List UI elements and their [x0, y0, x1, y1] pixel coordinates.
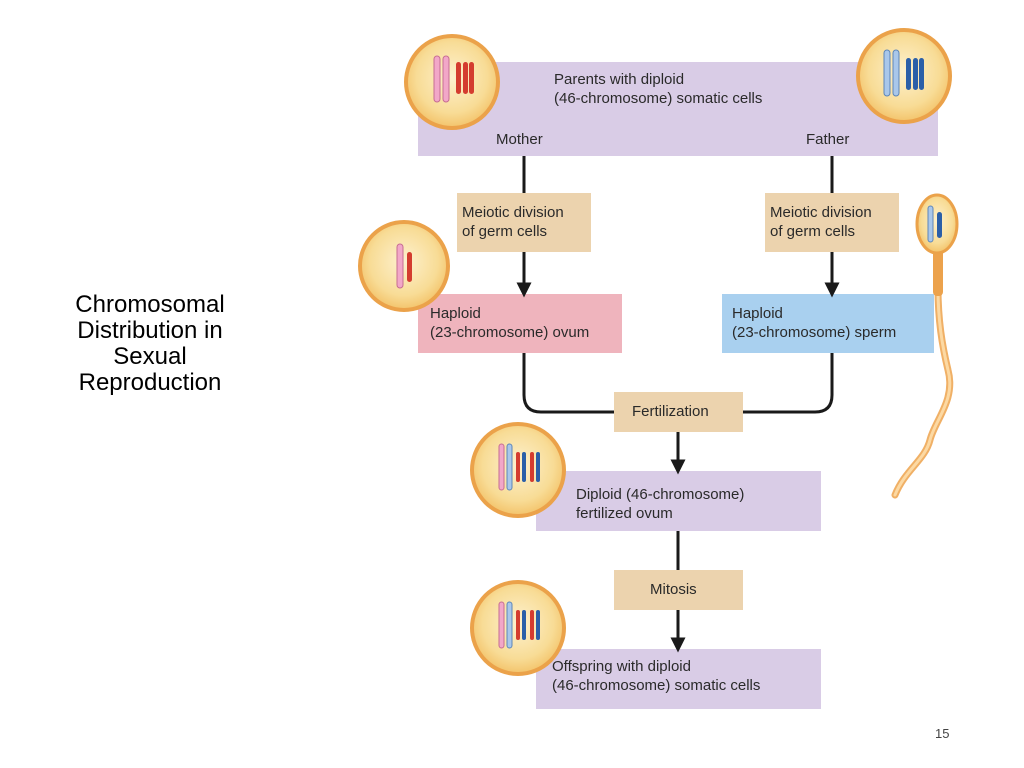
- offspring-box: Offspring with diploid (46-chromosome) s…: [536, 649, 821, 709]
- offspring-cell-icon: [470, 580, 566, 676]
- sperm-box: Haploid (23-chromosome) sperm: [722, 294, 934, 353]
- title-line: Sexual: [113, 343, 187, 370]
- zygote-cell-icon: [470, 422, 566, 518]
- mother-label: Mother: [496, 131, 543, 148]
- slide-title: Chromosomal Distribution in Sexual Repro…: [50, 292, 250, 396]
- meiosis-mother-box: Meiotic division of germ cells: [457, 193, 591, 252]
- fertilization-box: Fertilization: [614, 392, 743, 432]
- father-label: Father: [806, 131, 850, 148]
- parents-box: Parents with diploid (46-chromosome) som…: [418, 62, 938, 156]
- title-line: Reproduction: [78, 369, 222, 396]
- mother-cell-icon: [404, 34, 500, 130]
- title-line: Chromosomal: [75, 291, 225, 318]
- page-number: 15: [935, 726, 950, 741]
- title-line: Distribution in: [77, 317, 223, 344]
- ovum-box: Haploid (23-chromosome) ovum: [418, 294, 622, 353]
- meiosis-father-box: Meiotic division of germ cells: [765, 193, 899, 252]
- parents-label: Parents with diploid (46-chromosome) som…: [554, 71, 763, 107]
- sperm-icon: [891, 193, 959, 499]
- connector-lines: [516, 156, 840, 653]
- mitosis-box: Mitosis: [614, 570, 743, 610]
- father-cell-icon: [856, 28, 952, 124]
- ovum-cell-icon: [358, 220, 450, 312]
- zygote-box: Diploid (46-chromosome) fertilized ovum: [536, 471, 821, 531]
